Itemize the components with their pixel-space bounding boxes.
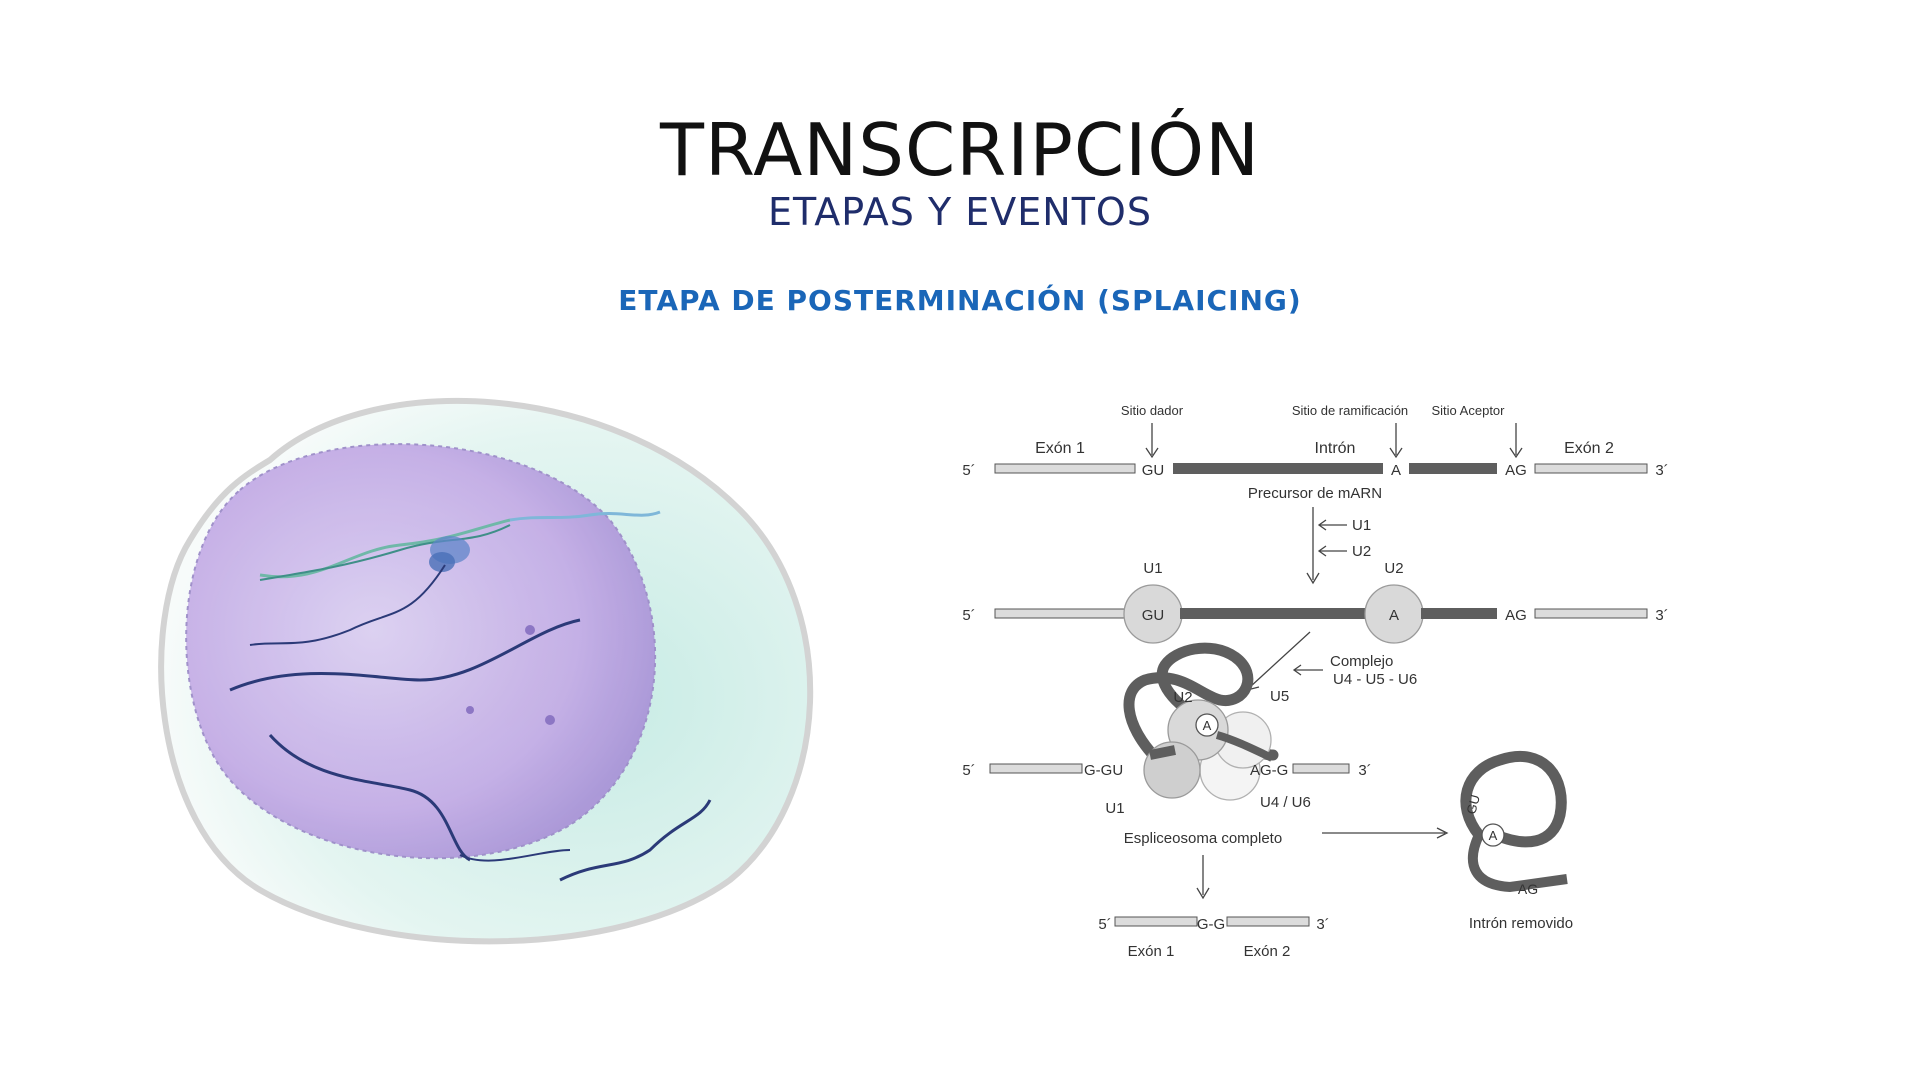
intron-bar — [1173, 463, 1383, 474]
ag-g-label: AG-G — [1250, 762, 1288, 779]
exon1-bar — [994, 608, 1136, 619]
intron-bar — [1180, 608, 1367, 619]
branch-a — [1481, 823, 1505, 847]
u4u6-label: U4 / U6 — [1260, 794, 1311, 811]
gu-label: GU — [1142, 462, 1165, 479]
lariat-tail — [1467, 832, 1568, 893]
five-prime-label: 5´ — [962, 462, 975, 479]
u1-label: U1 — [1105, 800, 1124, 817]
branch-a — [1195, 713, 1219, 737]
intron-segment — [1149, 745, 1176, 760]
arrow-head — [1292, 664, 1302, 676]
cell-illustration — [158, 398, 814, 945]
nuclear-pore — [545, 715, 555, 725]
rna-polymerase — [429, 552, 455, 572]
exon1-label: Exón 1 — [1128, 943, 1175, 960]
a-label: A — [1389, 607, 1399, 624]
arrow-head — [1145, 447, 1159, 459]
lariat-intron — [1460, 750, 1567, 848]
five-prime-label: 5´ — [1098, 916, 1111, 933]
complejo-label: Complejo — [1330, 653, 1393, 670]
exon1-bar — [989, 763, 1083, 774]
intron-label: Intrón — [1315, 440, 1356, 457]
nucleus — [185, 443, 656, 860]
arrow-head — [1389, 447, 1403, 459]
three-prime-label: 3´ — [1655, 607, 1668, 624]
intron-removido-label: Intrón removido — [1469, 915, 1573, 932]
sitio-dador-label: Sitio dador — [1121, 403, 1184, 418]
slide-title: TRANSCRIPCIÓN — [660, 108, 1260, 192]
five-prime-label: 5´ — [962, 607, 975, 624]
dna-strand — [509, 510, 661, 522]
arrow-head — [1317, 519, 1327, 531]
nuclear-pore — [466, 706, 474, 714]
exon2-label: Exón 2 — [1564, 440, 1614, 457]
a-label: A — [1489, 828, 1498, 843]
intron-segment — [1215, 731, 1274, 762]
three-prime-label: 3´ — [1655, 462, 1668, 479]
exon1-bar — [1114, 916, 1198, 927]
arrow-head — [1317, 545, 1327, 557]
arrow-head — [1306, 572, 1320, 585]
exon2-bar — [1292, 763, 1350, 774]
u1-label: U1 — [1143, 560, 1162, 577]
arrow — [1249, 631, 1311, 688]
ag-label: AG — [1505, 462, 1527, 479]
intron-bar — [1421, 608, 1497, 619]
three-prime-label: 3´ — [1358, 762, 1371, 779]
five-prime-label: 5´ — [962, 762, 975, 779]
mrna-strand — [229, 618, 581, 692]
arrow-head — [1509, 447, 1523, 459]
mrna-strand — [249, 564, 446, 646]
slide-subtitle: ETAPAS Y EVENTOS — [768, 190, 1152, 234]
exon2-bar — [1534, 608, 1648, 619]
mrna-strand — [559, 799, 712, 882]
exon2-label: Exón 2 — [1244, 943, 1291, 960]
a-label: A — [1391, 462, 1401, 479]
mrna-strand — [268, 734, 471, 862]
u1-label: U1 — [1352, 517, 1371, 534]
intron-bar — [1409, 463, 1497, 474]
exon2-bar — [1226, 916, 1310, 927]
complejo-units-label: U4 - U5 - U6 — [1333, 671, 1417, 688]
exon2-bar — [1534, 463, 1648, 474]
exon1-bar — [994, 463, 1136, 474]
sitio-ramificacion-label: Sitio de ramificación — [1292, 403, 1408, 418]
g-gu-label: G-GU — [1084, 762, 1123, 779]
arrow-head — [1196, 887, 1210, 900]
u2-label: U2 — [1173, 689, 1192, 706]
ag-label: AG — [1518, 881, 1538, 897]
ag-label: AG — [1505, 607, 1527, 624]
mrna-strand — [459, 849, 571, 862]
sitio-aceptor-label: Sitio Aceptor — [1432, 403, 1506, 418]
dna-strand — [259, 524, 511, 581]
u2-label: U2 — [1384, 560, 1403, 577]
precursor-label: Precursor de mARN — [1248, 485, 1382, 502]
splicing-diagram: Sitio dador Sitio de ramificación Sitio … — [962, 403, 1668, 960]
gu-label: GU — [1142, 607, 1165, 624]
exon1-label: Exón 1 — [1035, 440, 1085, 457]
u2-label: U2 — [1352, 543, 1371, 560]
dna-strand — [259, 518, 511, 579]
u5-label: U5 — [1270, 688, 1289, 705]
espliceosoma-label: Espliceosoma completo — [1124, 830, 1282, 847]
g-g-label: G-G — [1197, 916, 1225, 933]
a-label: A — [1203, 718, 1212, 733]
three-prime-label: 3´ — [1316, 916, 1329, 933]
section-heading: ETAPA DE POSTERMINACIÓN (SPLAICING) — [618, 284, 1302, 317]
gu-label: GU — [1463, 793, 1483, 816]
arrow-head — [1436, 827, 1449, 839]
nuclear-pore — [525, 625, 535, 635]
